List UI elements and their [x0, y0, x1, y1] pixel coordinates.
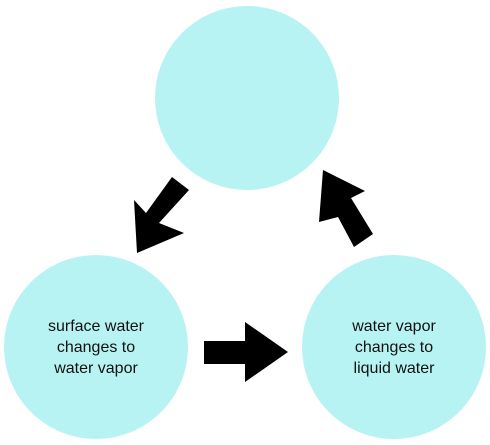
arrow-top-to-left: [134, 177, 189, 253]
cycle-node-condensation: water vapor changes to liquid water: [302, 255, 486, 439]
node-right-label: water vapor changes to liquid water: [352, 317, 436, 377]
arrow-right-to-top: [319, 170, 373, 247]
cycle-node-evaporation: surface water changes to water vapor: [4, 255, 188, 439]
arrow-left-to-right: [204, 322, 288, 382]
node-left-label: surface water changes to water vapor: [47, 317, 145, 377]
cycle-node-top: [155, 6, 339, 190]
